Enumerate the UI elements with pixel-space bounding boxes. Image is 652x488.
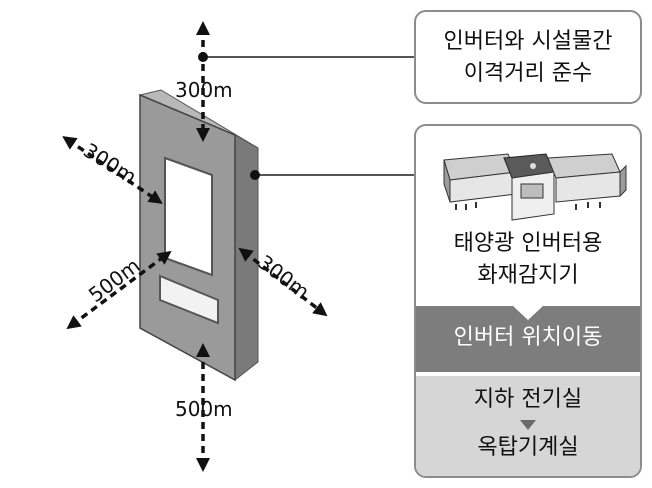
distance-top-label: 300m	[175, 78, 233, 102]
location-options-band: 지하 전기실 옥탑기계실	[416, 376, 640, 476]
relocation-band-label: 인버터 위치이동	[453, 325, 603, 350]
down-triangle-icon	[513, 306, 543, 320]
connector-top-dot	[198, 52, 208, 62]
callout-detector-box: 태양광 인버터용 화재감지기 인버터 위치이동 지하 전기실 옥탑기계실	[414, 124, 642, 478]
callout-detector-line1: 태양광 인버터용	[453, 231, 603, 256]
option-rooftop-label: 옥탑기계실	[477, 435, 579, 460]
down-arrow-icon	[520, 420, 536, 430]
callout-distance-box: 인버터와 시설물간 이격거리 준수	[414, 10, 642, 104]
distance-bottom-label: 500m	[175, 397, 233, 421]
callout-detector-line2: 화재감지기	[477, 263, 579, 288]
cabinet-window	[164, 156, 213, 277]
callout-distance-line2: 이격거리 준수	[463, 61, 593, 86]
option-basement-label: 지하 전기실	[473, 387, 583, 412]
fire-detector-device-image	[443, 153, 627, 221]
arrow-left-lower	[66, 250, 172, 330]
connector-detector-dot	[250, 170, 260, 180]
arrow-right	[238, 247, 328, 317]
callout-distance-line1: 인버터와 시설물간	[443, 29, 613, 54]
arrow-left-upper	[62, 136, 163, 204]
